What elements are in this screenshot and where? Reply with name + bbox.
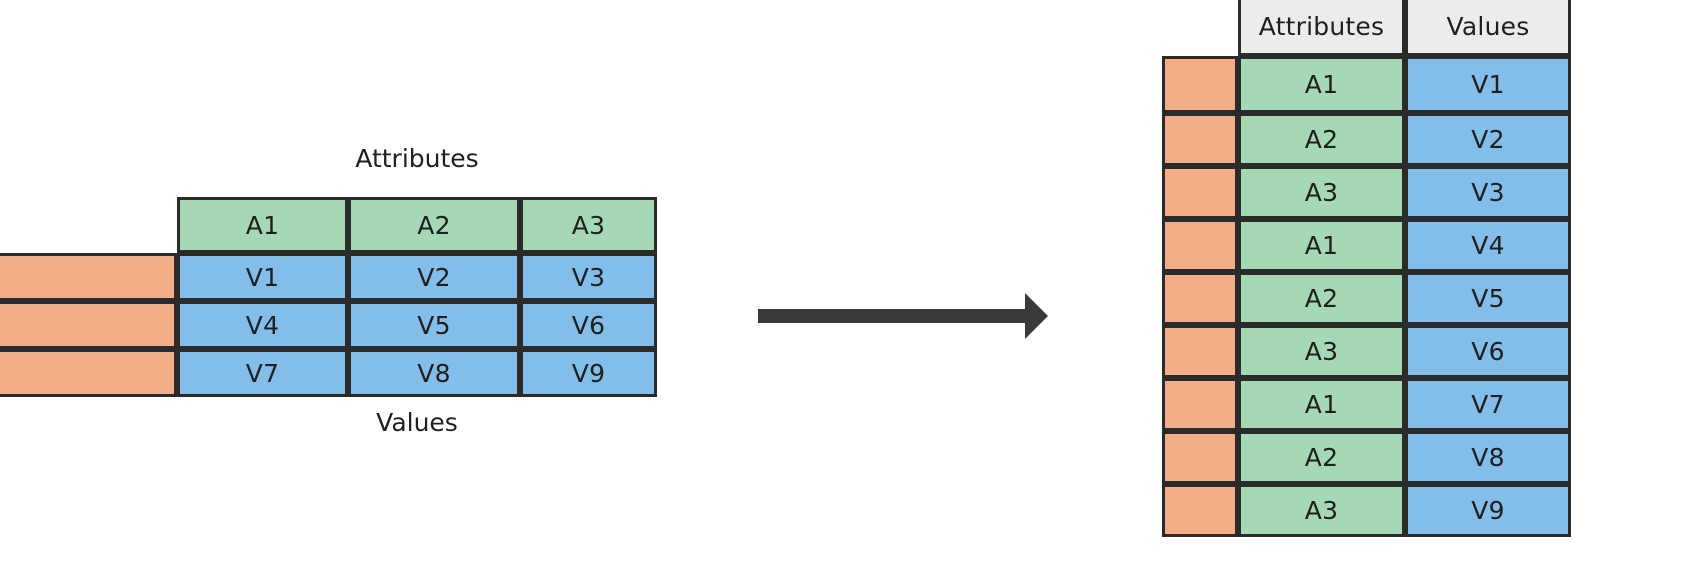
long-value-cell-6: V6 [1405, 325, 1571, 378]
long-index-cell-1 [1162, 56, 1238, 113]
long-value-cell-3: V3 [1405, 166, 1571, 219]
long-value-cell-9: V9 [1405, 484, 1571, 537]
long-table: Attributes Values A1 V1 A2 V2 A3 V3 A1 V… [1060, 0, 1695, 573]
long-index-cell-4 [1162, 219, 1238, 272]
long-index-cell-6 [1162, 325, 1238, 378]
long-index-cell-8 [1162, 431, 1238, 484]
long-value-cell-4: V4 [1405, 219, 1571, 272]
long-attribute-cell-3: A3 [1238, 166, 1405, 219]
wide-value-cell-r3c1: V7 [177, 349, 348, 397]
long-index-cell-2 [1162, 113, 1238, 166]
wide-index-cell-row3 [0, 349, 177, 397]
long-index-cell-5 [1162, 272, 1238, 325]
wide-table: Attributes A1 A2 A3 V1 V2 V3 V4 V5 V6 V7… [0, 0, 760, 573]
long-attribute-cell-7: A1 [1238, 378, 1405, 431]
long-index-cell-3 [1162, 166, 1238, 219]
wide-value-cell-r2c3: V6 [520, 301, 657, 349]
long-index-cell-7 [1162, 378, 1238, 431]
long-attribute-cell-8: A2 [1238, 431, 1405, 484]
transform-arrow [752, 288, 1052, 344]
long-index-cell-9 [1162, 484, 1238, 537]
wide-table-top-caption: Attributes [355, 144, 479, 173]
long-table-header-values: Values [1405, 0, 1571, 56]
long-attribute-cell-9: A3 [1238, 484, 1405, 537]
long-attribute-cell-5: A2 [1238, 272, 1405, 325]
wide-value-cell-r1c2: V2 [348, 253, 520, 301]
wide-value-cell-r1c3: V3 [520, 253, 657, 301]
wide-attr-header-a2: A2 [348, 197, 520, 253]
wide-value-cell-r2c2: V5 [348, 301, 520, 349]
long-value-cell-5: V5 [1405, 272, 1571, 325]
wide-value-cell-r2c1: V4 [177, 301, 348, 349]
long-attribute-cell-4: A1 [1238, 219, 1405, 272]
wide-index-cell-row2 [0, 301, 177, 349]
long-table-header-attributes: Attributes [1238, 0, 1405, 56]
long-value-cell-8: V8 [1405, 431, 1571, 484]
wide-value-cell-r3c2: V8 [348, 349, 520, 397]
wide-attr-header-a3: A3 [520, 197, 657, 253]
long-attribute-cell-2: A2 [1238, 113, 1405, 166]
long-value-cell-2: V2 [1405, 113, 1571, 166]
long-value-cell-1: V1 [1405, 56, 1571, 113]
wide-index-cell-row1 [0, 253, 177, 301]
long-attribute-cell-1: A1 [1238, 56, 1405, 113]
long-value-cell-7: V7 [1405, 378, 1571, 431]
wide-table-bottom-caption: Values [376, 408, 458, 437]
wide-attr-header-a1: A1 [177, 197, 348, 253]
wide-value-cell-r3c3: V9 [520, 349, 657, 397]
long-attribute-cell-6: A3 [1238, 325, 1405, 378]
wide-value-cell-r1c1: V1 [177, 253, 348, 301]
